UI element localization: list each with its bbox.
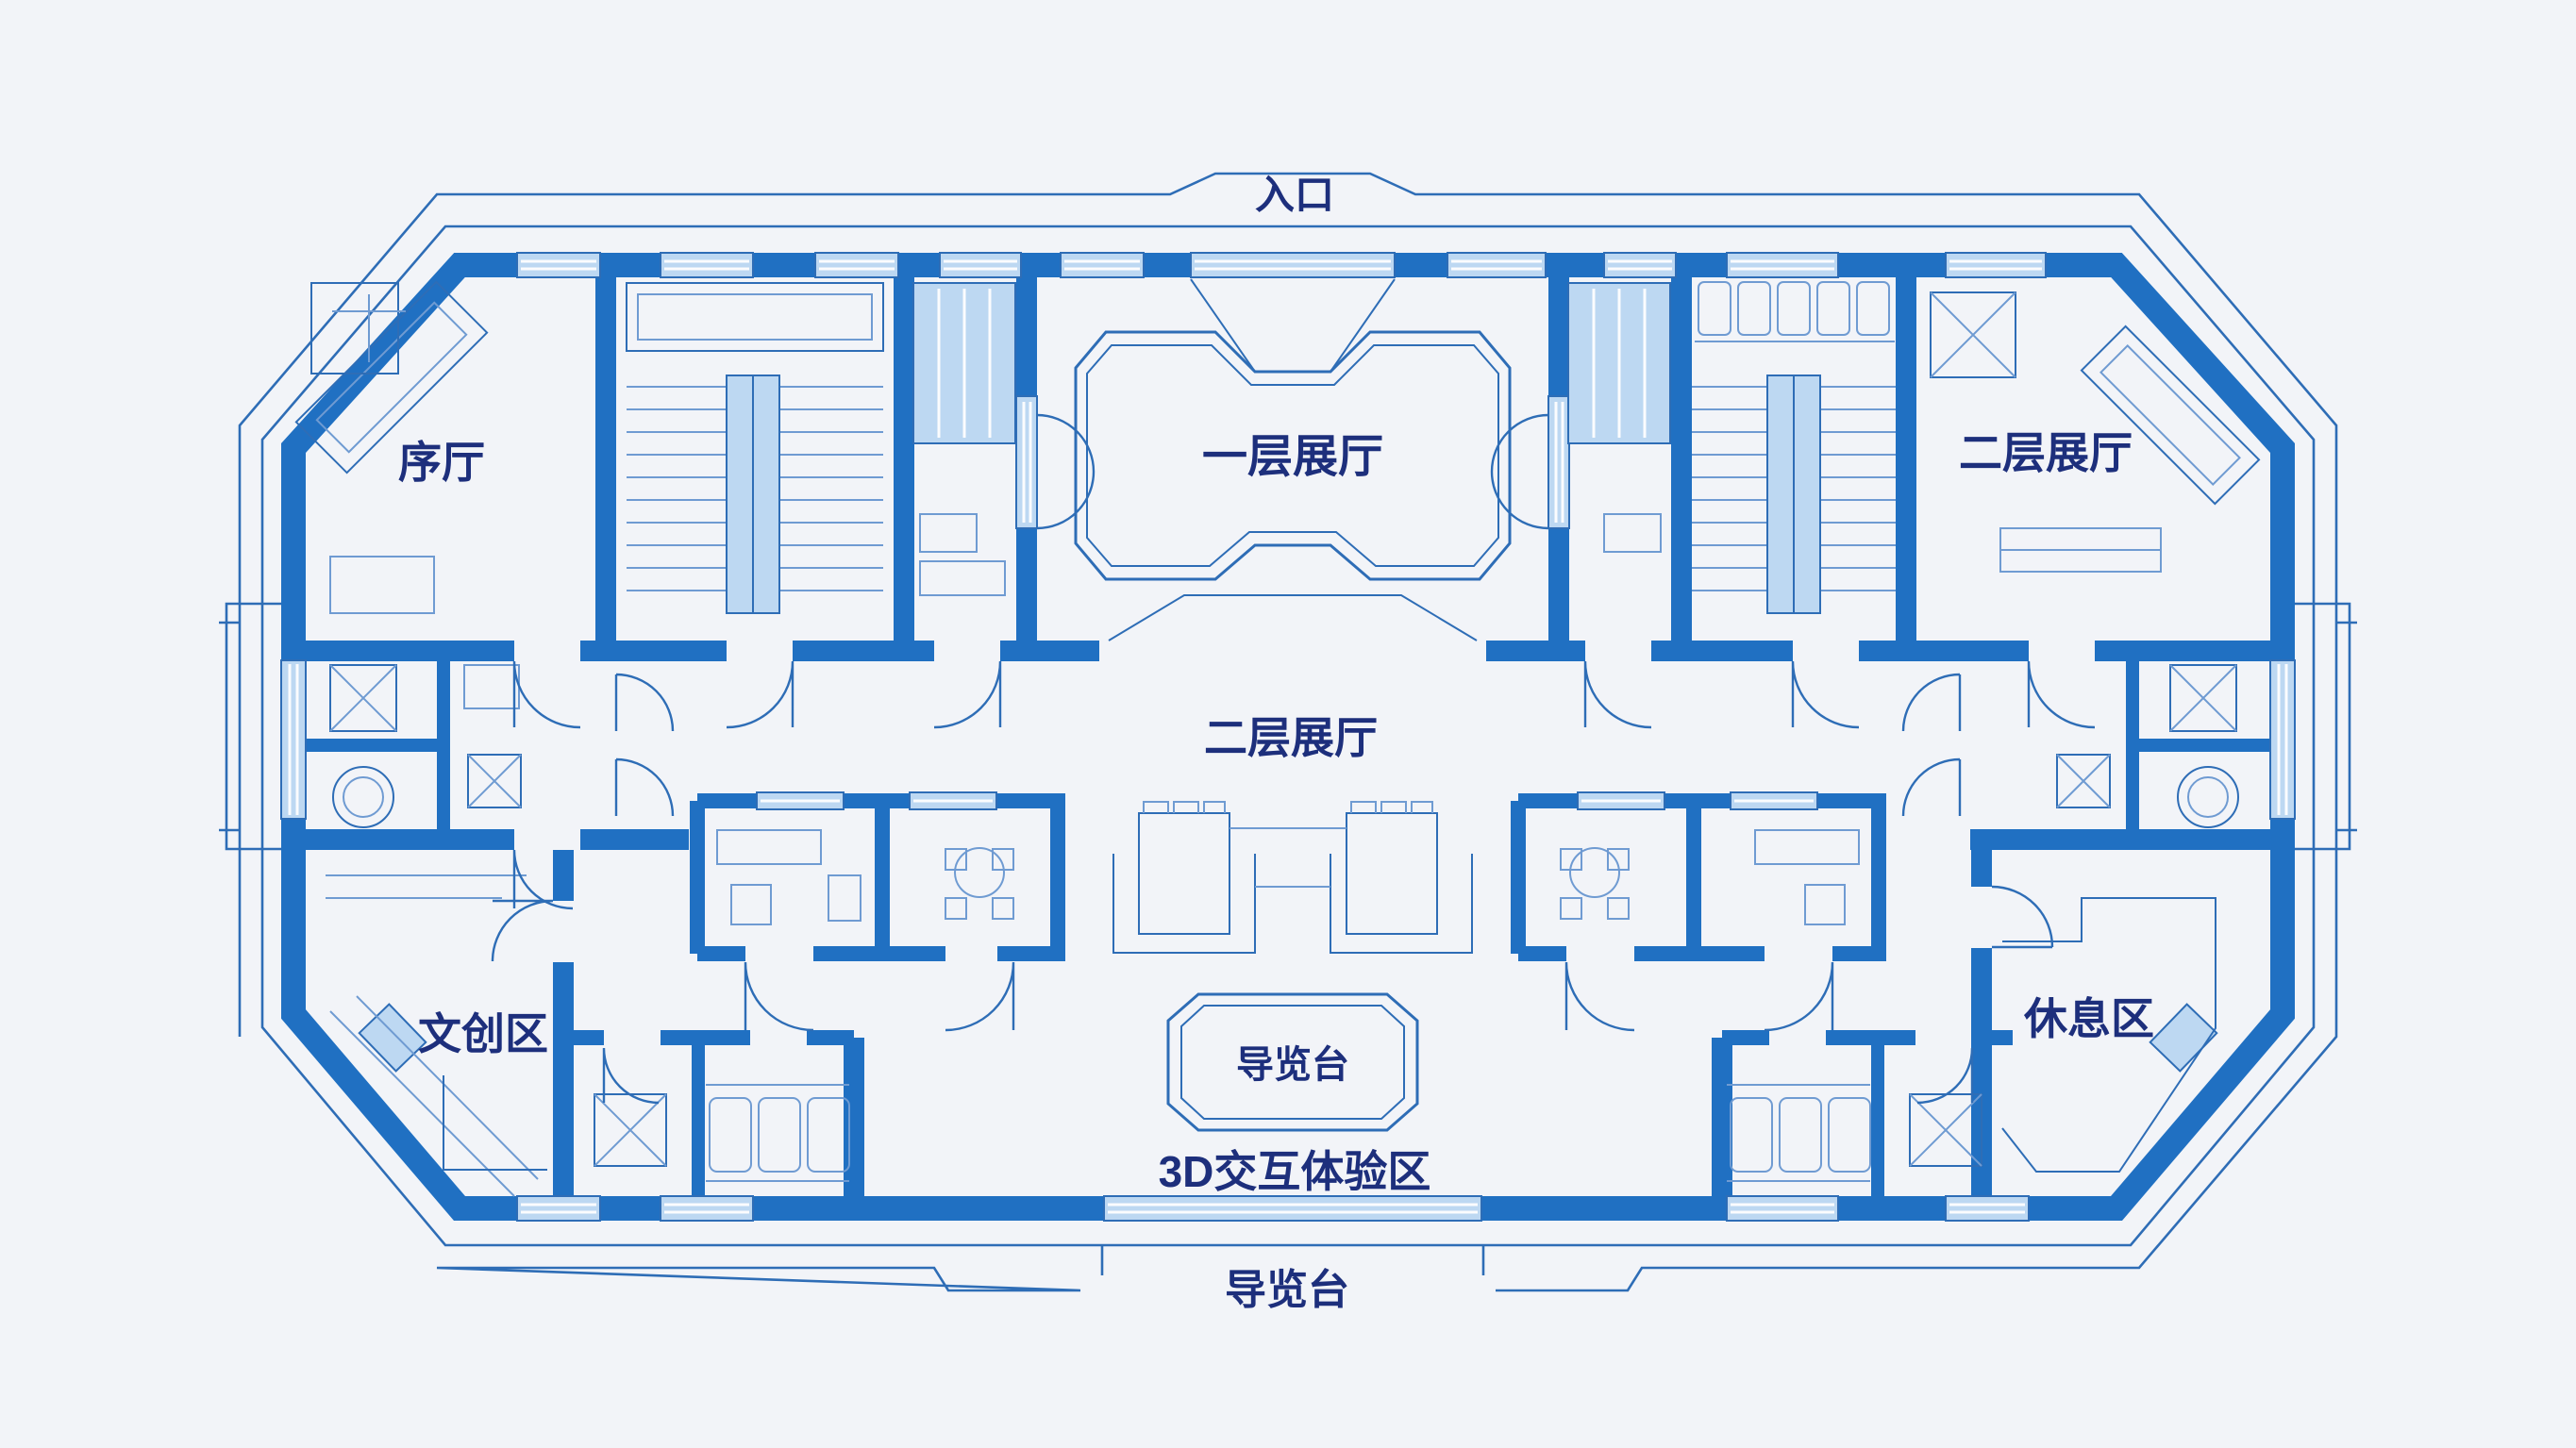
label-cultural-creative-area: 文创区 <box>418 1009 548 1058</box>
vestibule-right <box>1567 282 1671 553</box>
room-block-upper-left <box>716 791 1015 1032</box>
windows <box>280 252 2296 1222</box>
hall-door-right <box>1490 413 1549 530</box>
label-second-floor-hall-center: 二层展厅 <box>1204 713 1378 762</box>
corridor-doors <box>512 660 2096 729</box>
labels: 入口 序厅 一层展厅 二层展厅 二层展厅 文创区 休息区 导览台 3D交互体验区… <box>398 173 2154 1313</box>
staircase-right <box>1692 281 1896 614</box>
room-block-upper-right <box>1560 791 1860 1032</box>
cultural-area-detail <box>326 849 574 1197</box>
washroom-right <box>1901 664 2239 828</box>
label-rest-area: 休息区 <box>2023 994 2154 1043</box>
window-corner-right <box>2149 1003 2218 1073</box>
upper-right-hall-furniture <box>1930 291 2261 573</box>
window-right <box>2269 659 2296 820</box>
room-block-lower-right <box>1727 1047 1982 1182</box>
room-block-lower-left <box>594 1047 850 1182</box>
vestibule-left <box>912 282 1016 596</box>
window-strip-bottom <box>516 1195 2030 1222</box>
label-first-floor-hall: 一层展厅 <box>1202 432 1383 482</box>
label-entrance: 入口 <box>1255 173 1334 217</box>
building-outline <box>219 172 2357 1292</box>
window-left <box>280 659 307 820</box>
chair-row <box>1695 281 1895 342</box>
staircase-left <box>626 282 884 614</box>
window-strip-top <box>516 252 2047 278</box>
rest-area-detail <box>1991 885 2216 1173</box>
label-prologue-hall: 序厅 <box>398 438 485 487</box>
central-hall <box>1015 278 1570 641</box>
corridor-benches <box>1112 801 1473 954</box>
label-guide-desk-bottom: 导览台 <box>1225 1267 1349 1313</box>
label-second-floor-hall-right: 二层展厅 <box>1959 428 2133 477</box>
hall-door-left <box>1036 413 1096 530</box>
window-corner-left <box>358 1003 427 1073</box>
label-guide-desk: 导览台 <box>1236 1044 1349 1086</box>
label-3d-interactive-area: 3D交互体验区 <box>1159 1147 1431 1196</box>
prologue-hall-furniture <box>294 280 489 614</box>
guide-desk <box>1166 992 1419 1132</box>
